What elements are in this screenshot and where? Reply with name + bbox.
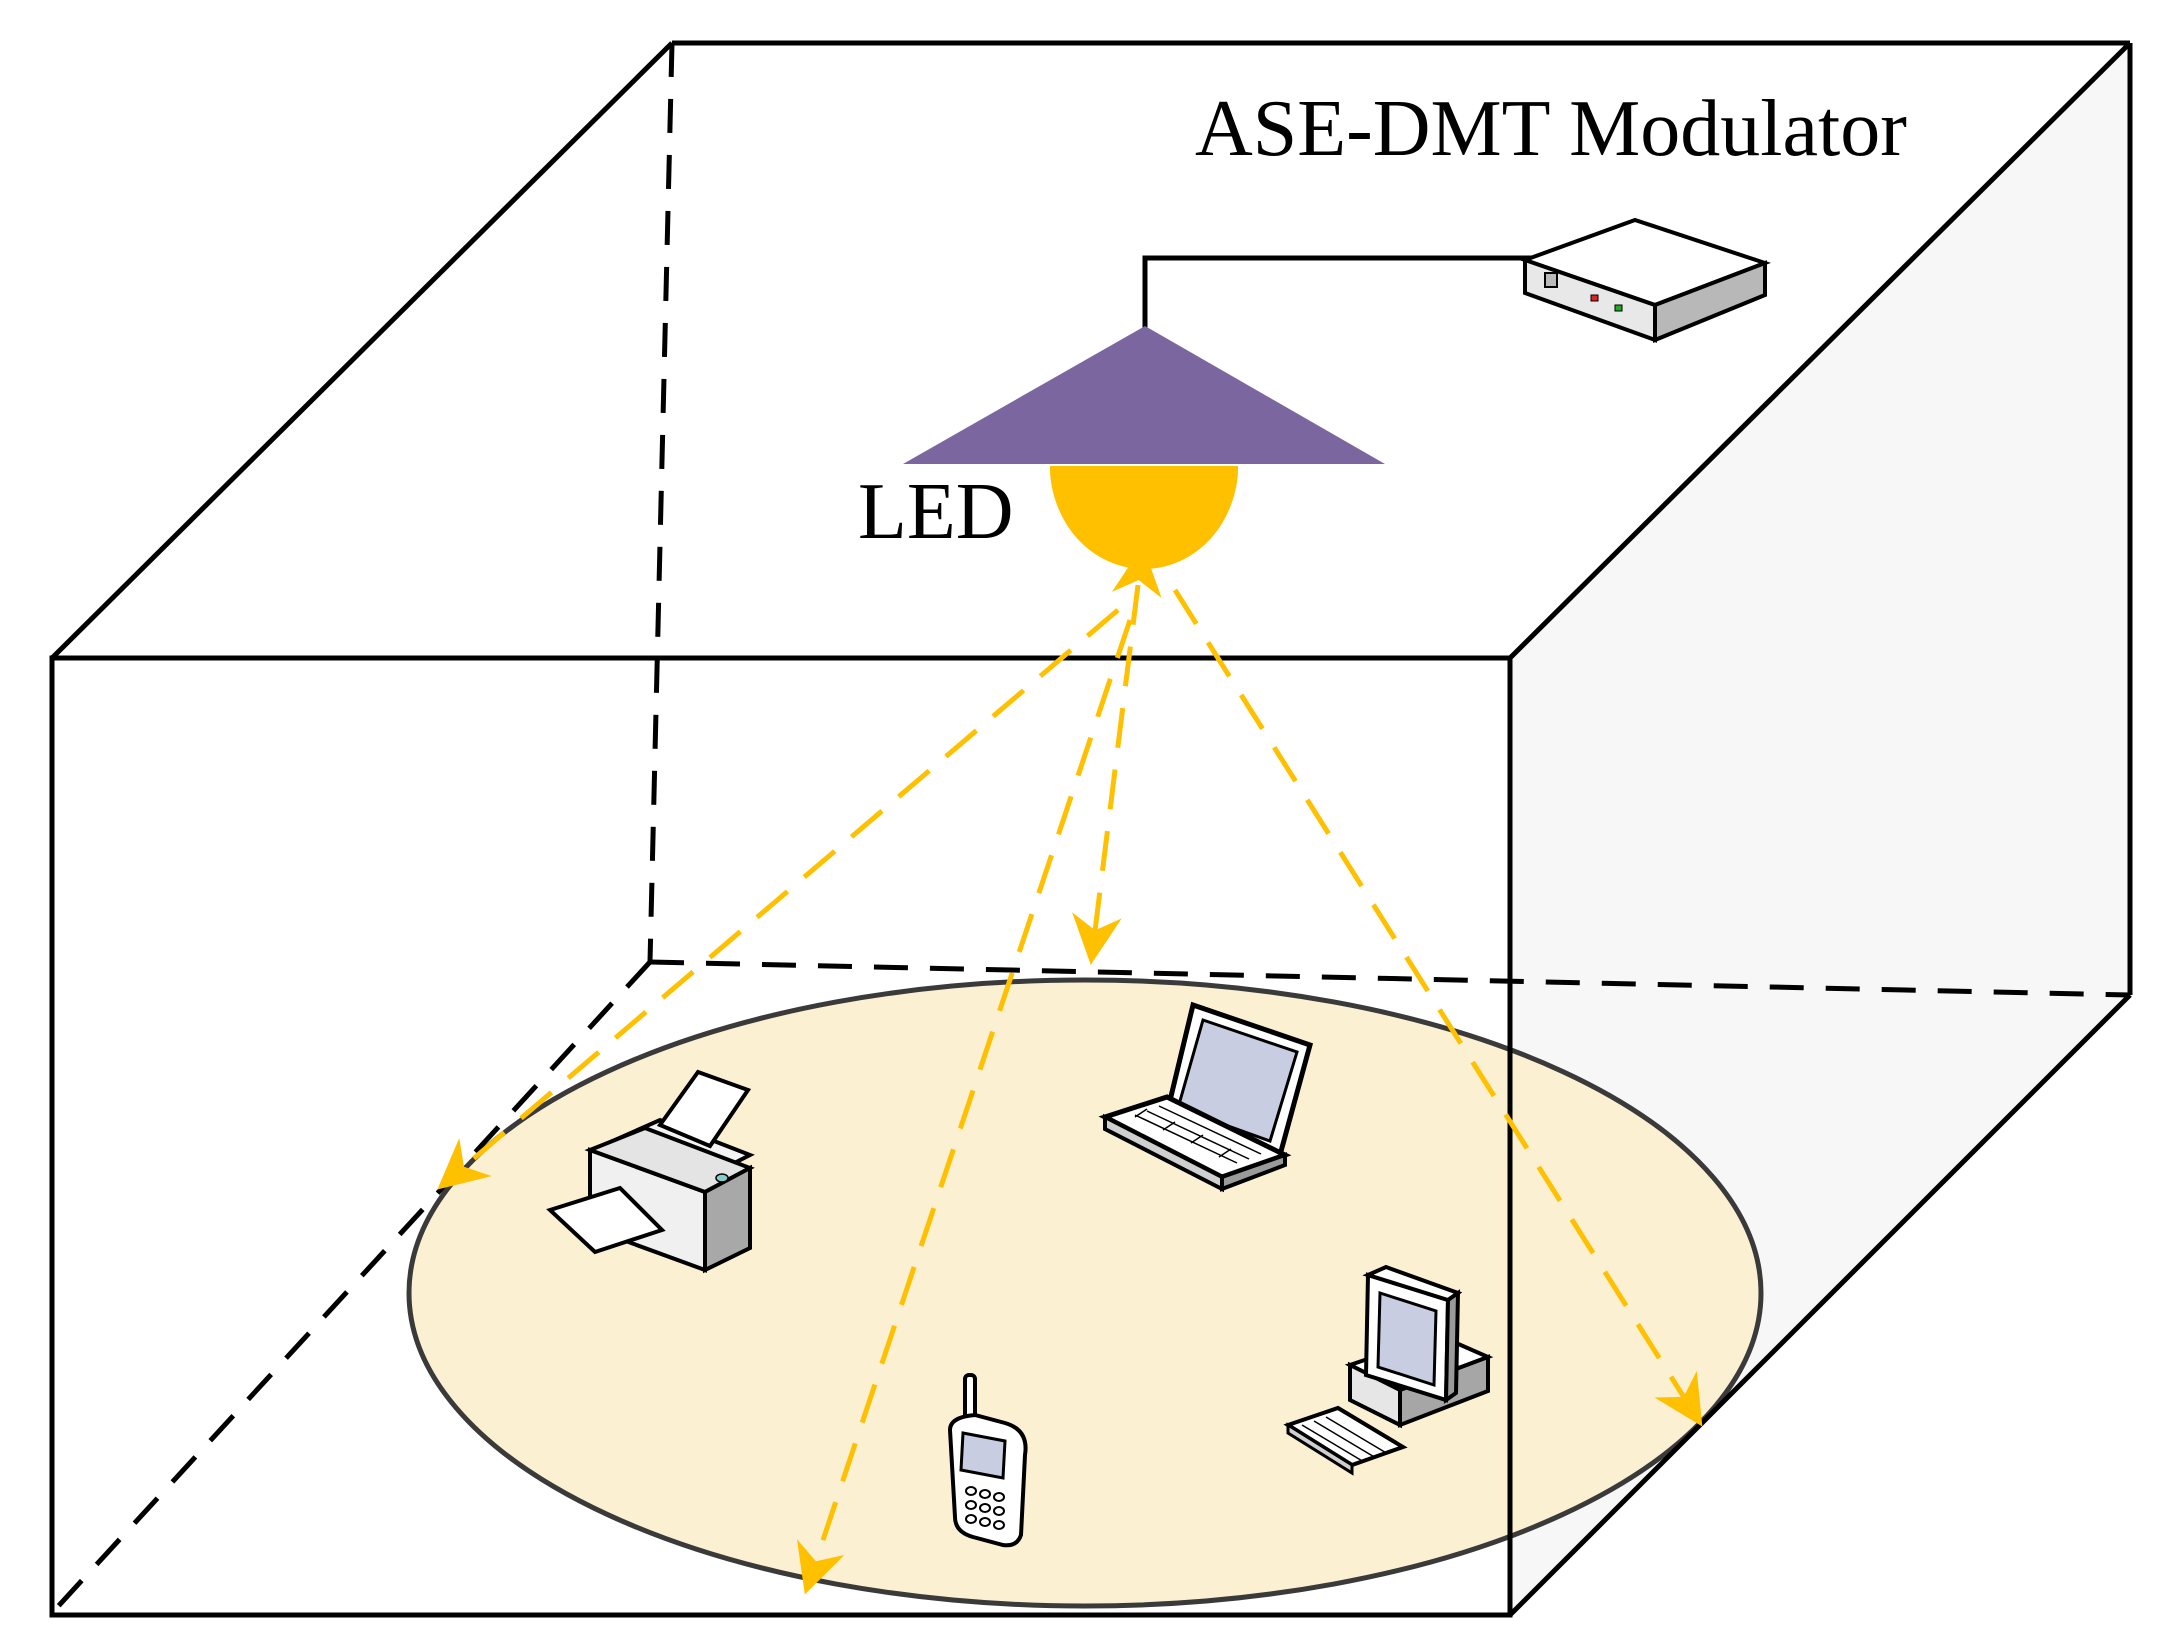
lamp-shade	[903, 326, 1385, 464]
led-label: LED	[858, 468, 1014, 556]
ray-bidirectional	[1072, 545, 1162, 965]
modulator-label: ASE-DMT Modulator	[1195, 85, 1907, 173]
laptop-icon	[1098, 1001, 1314, 1193]
front-face	[49, 655, 1513, 1618]
modulator-box-icon	[1519, 217, 1771, 343]
printer-icon	[546, 1069, 755, 1274]
illuminated-floor-area	[406, 977, 1764, 1609]
back-vertical-edge	[647, 42, 675, 963]
light-rays	[437, 545, 1703, 1595]
ray-to-floor-front	[796, 619, 1133, 1595]
floor-diagonal-edge	[50, 960, 652, 1615]
back-floor-edge	[649, 959, 2131, 998]
desktop-computer-icon	[1283, 1264, 1494, 1476]
bottom-right-edge	[1508, 993, 2132, 1617]
ray-to-right	[1172, 588, 1703, 1427]
mobile-phone-icon	[947, 1373, 1028, 1548]
top-right-edge	[1508, 41, 2132, 660]
modulator-cable	[1142, 255, 1645, 328]
led-bulb-body	[1050, 466, 1238, 569]
ray-to-printer	[437, 608, 1120, 1190]
top-left-edge	[50, 41, 674, 660]
